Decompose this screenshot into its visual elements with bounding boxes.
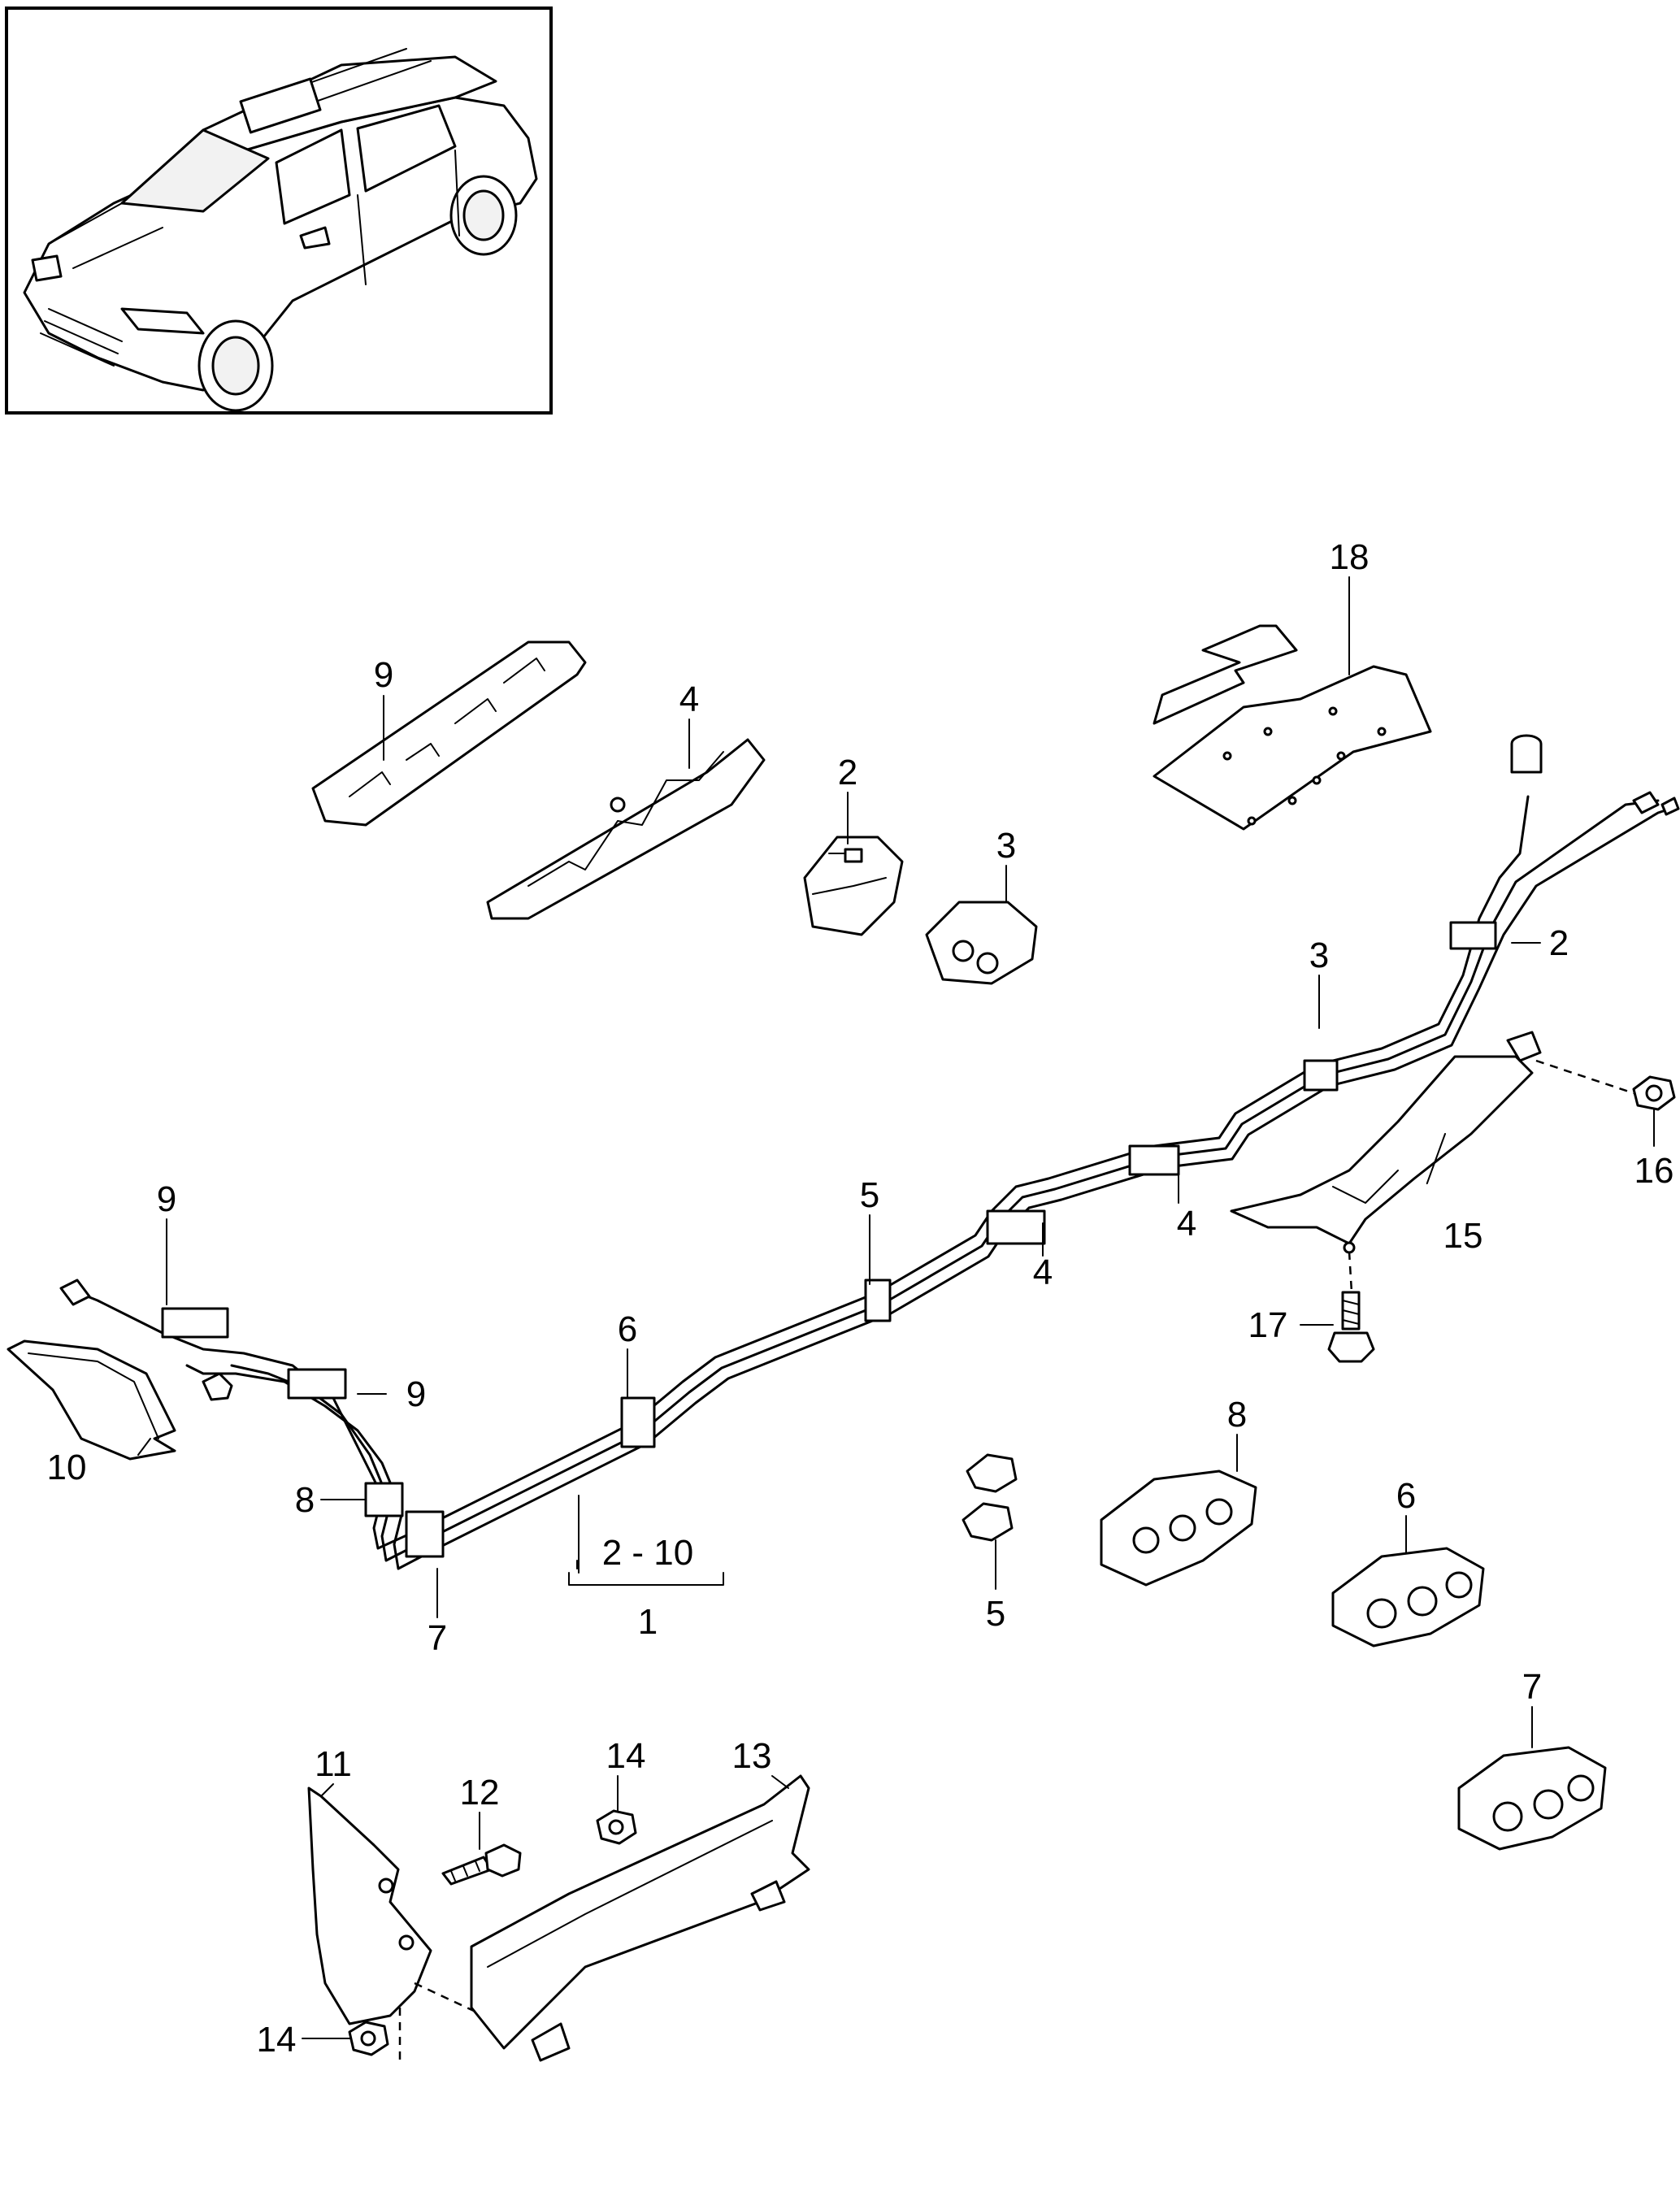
- clamp-3: [925, 865, 1038, 985]
- heat-shield-plate: [1153, 617, 1432, 831]
- cover-13: [470, 1774, 810, 2062]
- callout-7-loose: 7: [1522, 1667, 1542, 1707]
- callout-3-top: 3: [996, 826, 1016, 866]
- callout-14-bottom: 14: [257, 2020, 297, 2060]
- clip-2: [803, 792, 904, 936]
- callout-9-top: 9: [374, 655, 393, 695]
- holder-strip-4: [486, 718, 766, 920]
- callout-2-top: 2: [838, 753, 857, 792]
- cover-10: [7, 1339, 176, 1461]
- screw-12: [441, 1843, 522, 1886]
- callout-6-loose: 6: [1396, 1476, 1416, 1516]
- callout-9-pipe: 9: [406, 1374, 426, 1414]
- fitting-9: [202, 1372, 233, 1401]
- nut-14-bottom: [348, 1982, 476, 2064]
- callout-13: 13: [732, 1736, 772, 1776]
- callout-10: 10: [47, 1448, 87, 1487]
- callout-2-pipe: 2: [1549, 923, 1569, 963]
- clip-5: [962, 1453, 1018, 1542]
- callout-4-pipe-right: 4: [1177, 1204, 1196, 1244]
- callout-labels: 18 9 4 2 3 2 3 4 4 5 15 16 17 9 9 6 10 8…: [47, 537, 1674, 2060]
- clamp-8: [1100, 1470, 1257, 1587]
- bracket-15: [1230, 1031, 1542, 1254]
- callout-7-pipe: 7: [428, 1618, 447, 1658]
- callout-5-loose: 5: [986, 1594, 1005, 1634]
- callout-1: 1: [638, 1602, 658, 1642]
- nut-16: [1535, 1059, 1676, 1111]
- callout-8-loose: 8: [1227, 1395, 1247, 1435]
- callout-4-top: 4: [679, 679, 699, 719]
- callout-3-pipe: 3: [1309, 936, 1329, 975]
- holder-strip-9: [311, 640, 587, 827]
- callout-5-pipe: 5: [860, 1175, 879, 1215]
- callout-18: 18: [1330, 537, 1370, 577]
- vehicle-thumbnail: [5, 7, 553, 415]
- callout-4-pipe-left: 4: [1033, 1252, 1053, 1292]
- bolt-17: [1327, 1251, 1375, 1363]
- pipe-assembly: [59, 734, 1680, 1570]
- callout-17: 17: [1248, 1305, 1288, 1345]
- cover-11: [307, 1786, 432, 2025]
- callout-16: 16: [1634, 1151, 1674, 1191]
- callout-2-10: 2 - 10: [602, 1533, 694, 1573]
- callout-14-top: 14: [606, 1736, 646, 1776]
- callout-8-pipe: 8: [295, 1480, 315, 1520]
- callout-9-pipe-top: 9: [157, 1179, 176, 1219]
- callout-12: 12: [460, 1773, 500, 1812]
- callout-11: 11: [315, 1744, 352, 1784]
- callout-6-pipe: 6: [618, 1309, 637, 1349]
- pipe-clamps: [161, 921, 1497, 1558]
- callout-15: 15: [1443, 1216, 1483, 1256]
- leader-lines: [137, 576, 1655, 2039]
- clamp-7: [1457, 1746, 1607, 1851]
- nut-14-top: [596, 1809, 637, 1845]
- clamp-6: [1331, 1547, 1485, 1648]
